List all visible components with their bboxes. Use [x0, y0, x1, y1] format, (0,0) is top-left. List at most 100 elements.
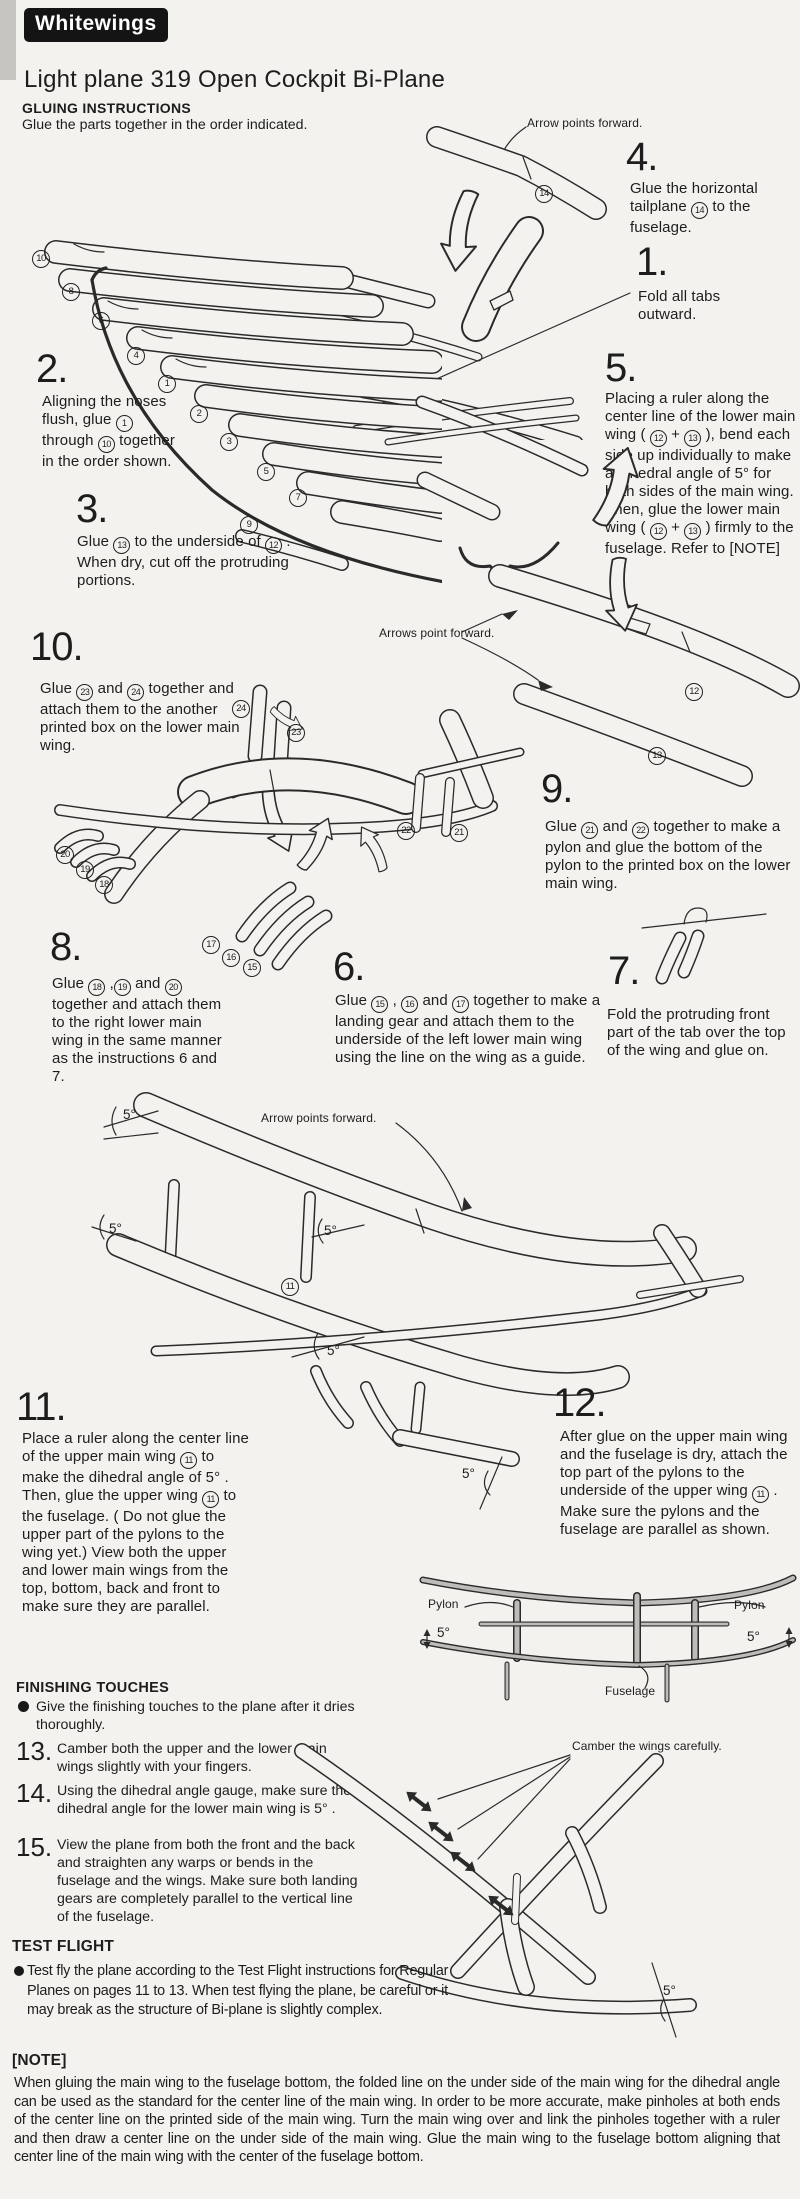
step-4-text: Glue the horizontal tailplane 14 to the … — [630, 180, 758, 236]
camber-label: Camber the wings carefully. — [572, 1739, 722, 1753]
note-heading: [NOTE] — [12, 2052, 67, 2069]
step-9-number: 9. — [541, 767, 573, 811]
gluing-intro: Glue the parts together in the order ind… — [22, 117, 308, 133]
step-5-text: Placing a ruler along the center line of… — [605, 390, 796, 557]
diagram-gear-tab-fold — [641, 907, 767, 985]
step-2-text: Aligning the noses flush, glue 1 through… — [42, 393, 175, 470]
part-20-badge: 20 — [56, 846, 74, 864]
part-19-badge: 19 — [76, 861, 94, 879]
part-8-badge: 8 — [62, 283, 80, 301]
circled-number: 11 — [202, 1491, 220, 1508]
fuselage-label: Fuselage — [605, 1684, 656, 1698]
part-2-badge: 2 — [190, 405, 208, 423]
circled-number: 22 — [632, 822, 650, 839]
diagram-fuselage-stack — [44, 240, 442, 584]
step-7-text: Fold the protruding front part of the ta… — [607, 1006, 786, 1059]
part-6-badge: 6 — [92, 312, 110, 330]
diagram-pylon-gear-assembly — [54, 684, 525, 971]
part-10-badge: 10 — [32, 250, 50, 268]
part-23-badge: 23 — [287, 724, 305, 742]
circled-number: 14 — [691, 202, 709, 219]
circled-number: 10 — [97, 436, 115, 453]
front-5deg-left: 5° — [437, 1625, 450, 1640]
part-9-badge: 9 — [240, 516, 258, 534]
step-1-number: 1. — [636, 240, 668, 284]
circled-number: 1 — [115, 415, 133, 432]
part-24-badge: 24 — [232, 700, 250, 718]
part-5-badge: 5 — [257, 463, 275, 481]
step-7-number: 7. — [608, 949, 640, 993]
circled-number: 21 — [581, 822, 599, 839]
part-3-badge: 3 — [220, 433, 238, 451]
step-15-number: 15. — [16, 1832, 53, 1862]
arrow-forward-label-mid: Arrow points forward. — [261, 1111, 377, 1125]
gluing-heading: GLUING INSTRUCTIONS — [22, 100, 192, 116]
circled-number: 11 — [752, 1486, 770, 1503]
part-16-badge: 16 — [222, 949, 240, 967]
part-1-badge: 1 — [158, 375, 176, 393]
part-4-badge: 4 — [127, 347, 145, 365]
step-11-number: 11. — [16, 1385, 67, 1429]
part-12-badge: 12 — [685, 683, 703, 701]
step-6-number: 6. — [333, 945, 365, 989]
step-8-text: Glue 18 ,19 and 20 together and attach t… — [52, 975, 222, 1085]
step-10-text: Glue 23 and 24 together and attach them … — [40, 680, 240, 754]
circled-number: 16 — [401, 996, 419, 1013]
diagram-tail-assembly — [330, 126, 631, 440]
dihedral-5deg-mid: 5° — [324, 1223, 337, 1238]
diagram-lower-wing — [384, 395, 800, 787]
step-9-text: Glue 21 and 22 together to make a pylon … — [545, 818, 791, 892]
finishing-bullet-text: Give the finishing touches to the plane … — [36, 1699, 355, 1733]
circled-number: 15 — [371, 996, 389, 1013]
part-17-badge: 17 — [202, 936, 220, 954]
diagram-camber — [294, 1743, 697, 2038]
step-3-number: 3. — [76, 487, 108, 531]
test-flight-bullet-icon — [14, 1966, 24, 1976]
step-13-text: Camber both the upper and the lower main… — [57, 1741, 327, 1775]
diagram-biplane-dihedral — [91, 1092, 744, 1510]
step-1-text: Fold all tabs outward. — [638, 288, 721, 323]
diagram-front-view — [419, 1574, 797, 1703]
finishing-bullet-icon — [18, 1701, 29, 1712]
part-22-badge: 22 — [397, 822, 415, 840]
step-11-text: Place a ruler along the center line of t… — [22, 1430, 249, 1615]
part-21-badge: 21 — [450, 824, 468, 842]
test-flight-text: Test fly the plane according to the Test… — [27, 1963, 449, 2018]
step-2-number: 2. — [36, 347, 68, 391]
circled-number: 19 — [113, 979, 131, 996]
step-13-number: 13. — [16, 1736, 53, 1766]
step-5-number: 5. — [605, 346, 637, 390]
pylon-label-left: Pylon — [428, 1597, 459, 1611]
part-13-badge: 13 — [648, 747, 666, 765]
circled-number: 12 — [265, 537, 283, 554]
circled-number: 18 — [88, 979, 106, 996]
circled-number: 20 — [164, 979, 182, 996]
step-12-text: After glue on the upper main wing and th… — [560, 1428, 788, 1538]
whitewings-logo: Whitewings — [24, 8, 168, 42]
circled-number: 11 — [180, 1452, 198, 1469]
part-15-badge: 15 — [243, 959, 261, 977]
step-15-text: View the plane from both the front and t… — [57, 1837, 358, 1925]
finishing-heading: FINISHING TOUCHES — [16, 1680, 170, 1696]
step-4-number: 4. — [626, 135, 658, 179]
step-14-text: Using the dihedral angle gauge, make sur… — [57, 1783, 352, 1817]
dihedral-5deg-upper-left: 5° — [123, 1107, 136, 1122]
dihedral-5deg-bottom: 5° — [327, 1343, 340, 1358]
note-text: When gluing the main wing to the fuselag… — [14, 2075, 780, 2166]
step-6-text: Glue 15 , 16 and 17 together to make a l… — [335, 992, 601, 1066]
margin-bar — [0, 0, 16, 80]
step-3-text: Glue 13 to the underside of 12 . When dr… — [77, 533, 291, 589]
step-12-number: 12. — [553, 1381, 607, 1425]
step-8-number: 8. — [50, 925, 82, 969]
dihedral-5deg-lower-left: 5° — [109, 1221, 122, 1236]
dihedral-5deg-right-wing: 5° — [462, 1466, 475, 1481]
part-18-badge: 18 — [95, 876, 113, 894]
arrow-forward-label-top: Arrow points forward. — [527, 116, 643, 130]
part-14-badge: 14 — [535, 185, 553, 203]
part-11-badge: 11 — [281, 1278, 299, 1296]
circled-number: 17 — [452, 996, 470, 1013]
page-title: Light plane 319 Open Cockpit Bi-Plane — [24, 66, 446, 93]
test-flight-heading: TEST FLIGHT — [12, 1938, 115, 1955]
camber-5deg: 5° — [663, 1983, 676, 1998]
